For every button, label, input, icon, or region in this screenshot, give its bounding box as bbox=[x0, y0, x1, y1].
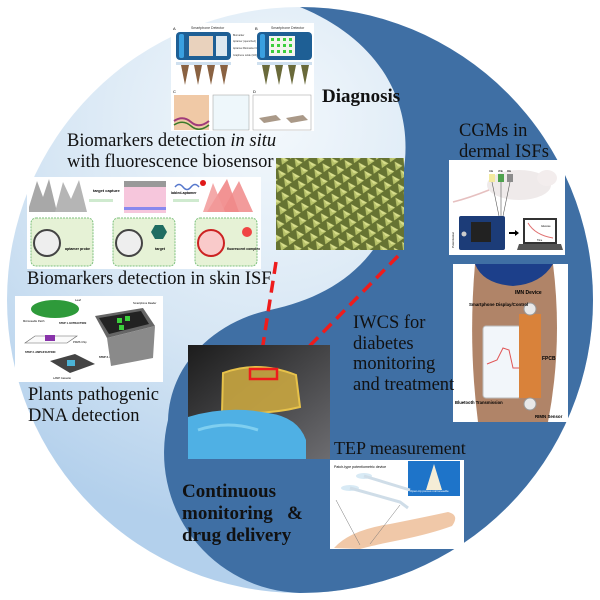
step-target-capture: target capture bbox=[93, 188, 120, 193]
panel-c-letter: C bbox=[173, 89, 176, 94]
panel-b-letter: B bbox=[255, 26, 258, 31]
monitoring-heading-line2: monitoring & bbox=[182, 502, 303, 524]
caption-skin-isf: Biomarkers detection in skin ISF bbox=[27, 269, 272, 289]
figure-rat-cgm-potentiostat: CE WE RE Potentiostat Glucose Time bbox=[449, 160, 565, 255]
figure-iwcs-arm-device: IMN Device Smartphone Display/Control FP… bbox=[453, 264, 568, 422]
caption-in-situ-line2: with fluorescence biosensor bbox=[67, 151, 274, 172]
caption-plants-line2: DNA detection bbox=[28, 405, 140, 426]
device-a-label: Smartphone Detector bbox=[191, 26, 225, 30]
figure-smartphone-fluorescence-detector: A Smartphone Detector Biomarker Aptamer … bbox=[171, 23, 314, 131]
caption-cgms-line1: CGMs in bbox=[459, 121, 528, 141]
panel-a-letter: A bbox=[173, 26, 176, 31]
caption-iwcs-line2: diabetes bbox=[353, 333, 414, 354]
caption-iwcs-line4: and treatment bbox=[353, 375, 455, 396]
label-step2: STEP 2. AMPLIFICATION bbox=[25, 350, 55, 354]
panel-d-letter: D bbox=[253, 89, 256, 94]
diagnosis-heading: Diagnosis bbox=[322, 86, 401, 107]
label-step1: STEP 1. EXTRACTION bbox=[59, 321, 86, 325]
legend-biomarker: Biomarker bbox=[233, 34, 245, 37]
electrode-re: RE bbox=[507, 169, 511, 173]
figure-microneedle-array-closeup bbox=[276, 158, 404, 250]
figure-plant-pathogen-lamp: Leaf Microneedle Patch STEP 1. EXTRACTIO… bbox=[15, 296, 163, 382]
inset-fluorescent-complex: fluorescent complex bbox=[227, 247, 260, 251]
label-fpcb: FPCB bbox=[542, 356, 556, 362]
inset-aptamer-probe: aptamer probe bbox=[65, 247, 90, 251]
label-rimn-sensor: RIMN Sensor bbox=[535, 414, 563, 419]
highlight-box bbox=[248, 367, 279, 381]
monitoring-heading: Continuous monitoring & drug delivery bbox=[182, 481, 303, 547]
figure-tep-wrist-device: Patch-type potentiometric device Open-ti… bbox=[330, 460, 464, 549]
photo-microneedle-patch-gloved-hand bbox=[188, 345, 330, 459]
label-patch-device: Patch-type potentiometric device bbox=[334, 465, 386, 469]
label-lamp-cassette: LAMP Cassette bbox=[53, 376, 72, 380]
caption-cgms-dermal-isf: CGMs in dermal ISFs bbox=[459, 121, 549, 162]
label-microneedle-patch: Microneedle Patch bbox=[23, 319, 45, 323]
legend-complex: Aptamer-Biomarker Complex bbox=[233, 47, 266, 50]
caption-plants-line1: Plants pathogenic bbox=[28, 385, 160, 405]
step-labeled-aptamer: labled-aptamer bbox=[171, 191, 197, 195]
caption-tep: TEP measurement bbox=[334, 438, 466, 458]
label-bluetooth: Bluetooth Transmission bbox=[455, 400, 503, 405]
label-leaf: Leaf bbox=[75, 298, 81, 302]
label-imn-device: IMN Device bbox=[515, 290, 542, 296]
electrode-ce: CE bbox=[489, 169, 493, 173]
caption-in-situ-fluorescence: Biomarkers detection in situ with fluore… bbox=[67, 131, 276, 172]
label-open-tip-needle: Open-tip porous microneedle bbox=[410, 489, 449, 493]
caption-iwcs-line3: monitoring bbox=[353, 354, 436, 375]
label-pdms-chip: PDMS Chip bbox=[73, 340, 87, 344]
inset-target: target bbox=[155, 247, 166, 251]
legend-go: Graphene oxide (GO) bbox=[233, 54, 257, 57]
caption-in-situ-line1: Biomarkers detection bbox=[67, 131, 231, 151]
figure-skin-isf-aptamer: target capture labled-aptamer aptamer pr… bbox=[27, 177, 261, 269]
caption-iwcs-line1: IWCS for bbox=[353, 313, 426, 333]
caption-iwcs: IWCS for diabetes monitoring and treatme… bbox=[353, 313, 454, 396]
caption-in-situ-italic: in situ bbox=[230, 131, 277, 151]
label-glucose: Glucose bbox=[541, 224, 551, 228]
monitoring-heading-line3: drug delivery bbox=[182, 524, 292, 546]
label-smartphone-reader: Smartphone Reader bbox=[133, 301, 156, 305]
device-b-label: Smartphone Detector bbox=[271, 26, 305, 30]
monitoring-heading-line1: Continuous bbox=[182, 481, 276, 502]
label-smartphone-display: Smartphone Display/Control bbox=[469, 302, 528, 307]
label-time: Time bbox=[537, 239, 543, 242]
caption-cgms-line2: dermal ISFs bbox=[459, 141, 549, 162]
electrode-we: WE bbox=[498, 169, 503, 173]
legend-aptamer: Aptamer (quenched) bbox=[233, 40, 256, 43]
caption-plants-dna: Plants pathogenic DNA detection bbox=[28, 385, 159, 426]
label-potentiostat: Potentiostat bbox=[451, 232, 455, 248]
